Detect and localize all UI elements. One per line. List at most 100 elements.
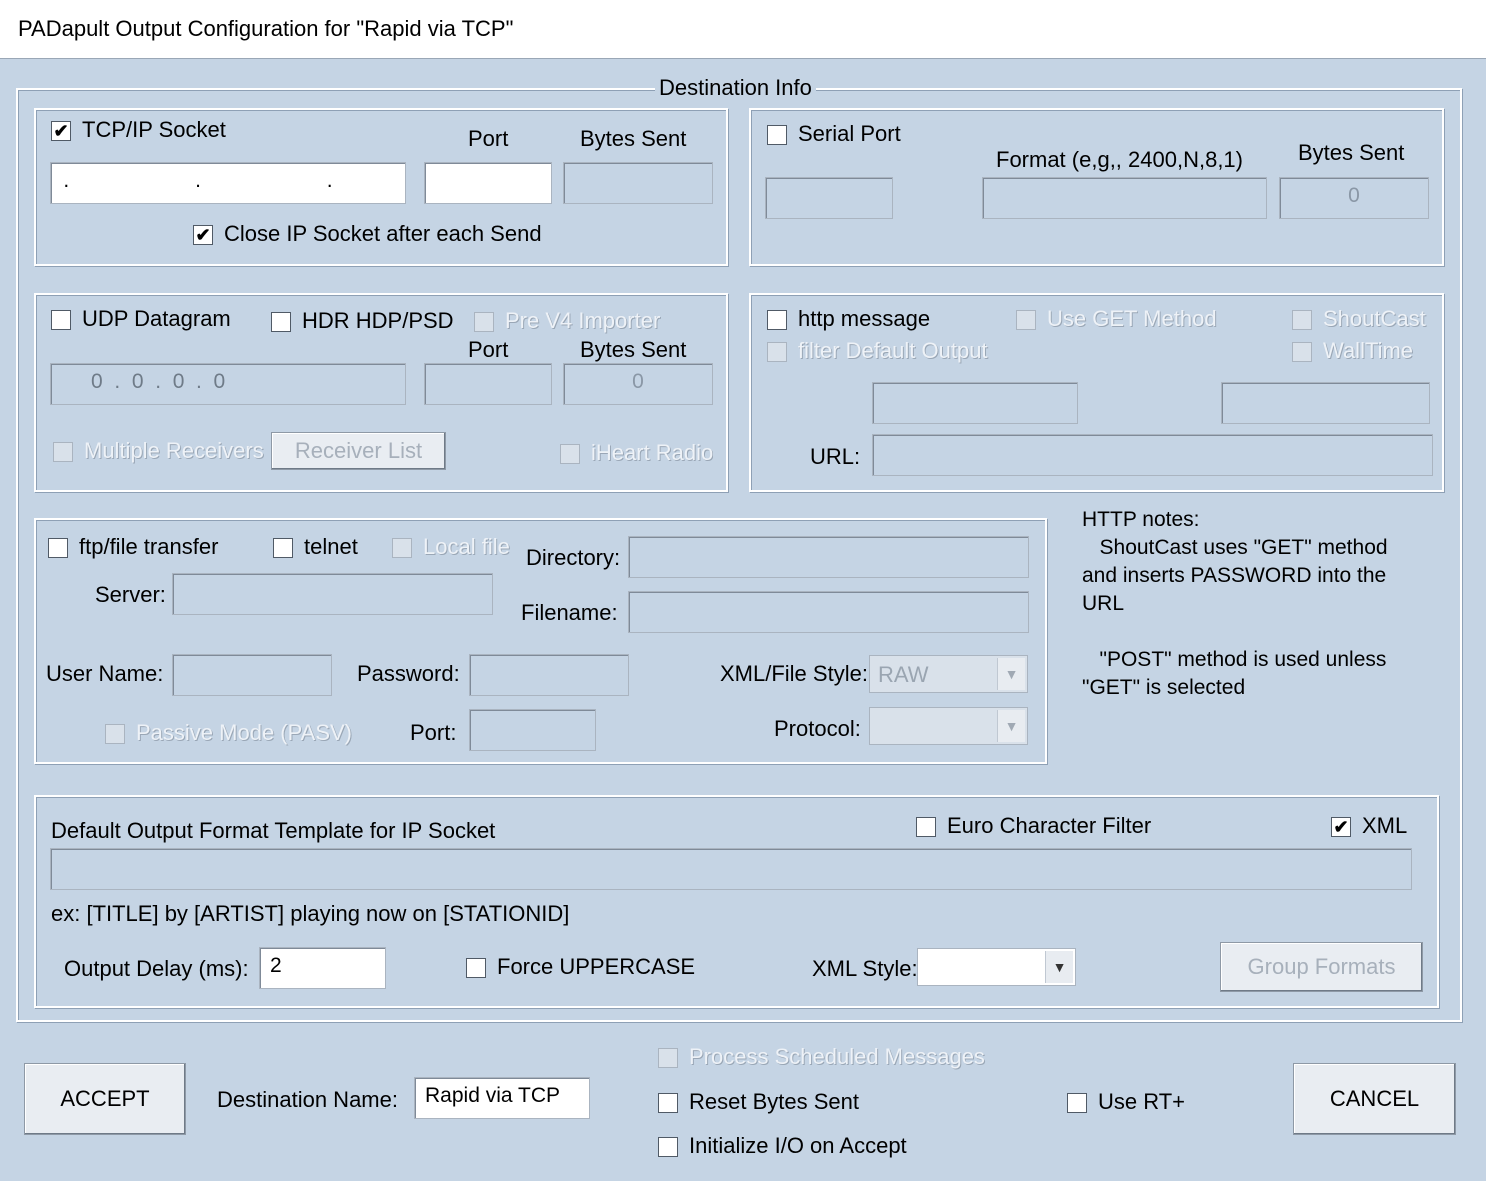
udp-checkbox[interactable]	[51, 310, 71, 330]
ftp-port-label: Port:	[410, 720, 457, 745]
destination-name-label: Destination Name:	[217, 1087, 398, 1112]
uppercase-checkbox[interactable]	[466, 958, 486, 978]
ftp-group	[34, 518, 1047, 764]
use-get-checkbox	[1016, 310, 1036, 330]
initialize-io-label: Initialize I/O on Accept	[689, 1133, 907, 1158]
protocol-dropdown: ▼	[869, 707, 1028, 745]
telnet-checkbox[interactable]	[273, 538, 293, 558]
output-delay-input[interactable]: 2	[259, 947, 386, 989]
template-group	[34, 795, 1439, 1008]
udp-port-label: Port	[468, 337, 509, 362]
serial-group	[749, 108, 1444, 266]
shoutcast-checkbox	[1292, 310, 1312, 330]
use-get-label: Use GET Method	[1047, 306, 1217, 331]
tcp-group	[34, 108, 728, 266]
window-title: PADapult Output Configuration for "Rapid…	[18, 16, 514, 41]
http-notes: HTTP notes: ShoutCast uses "GET" method …	[1082, 508, 1388, 699]
multiple-receivers-label: Multiple Receivers	[84, 438, 264, 463]
close-socket-label: Close IP Socket after each Send	[224, 221, 542, 246]
hdr-checkbox[interactable]	[271, 312, 291, 332]
xml-file-style-label: XML/File Style:	[720, 661, 868, 686]
multiple-receivers-checkbox	[53, 442, 73, 462]
username-label: User Name:	[46, 661, 164, 686]
server-field[interactable]	[172, 573, 493, 615]
serial-format-label: Format (e,g,, 2400,N,8,1)	[996, 147, 1243, 172]
udp-label: UDP Datagram	[82, 306, 231, 331]
username-field[interactable]	[172, 654, 332, 696]
xml-style-label: XML Style:	[812, 956, 918, 981]
filename-label: Filename:	[521, 600, 618, 625]
passive-mode-label: Passive Mode (PASV)	[136, 720, 353, 745]
tcp-label: TCP/IP Socket	[82, 117, 226, 142]
http-group	[749, 293, 1444, 492]
udp-ip-field: 0 . 0 . 0 . 0	[50, 363, 406, 405]
ftp-port-field[interactable]	[469, 709, 596, 751]
receiver-list-button: Receiver List	[271, 432, 446, 470]
password-field[interactable]	[469, 654, 629, 696]
use-rt-checkbox[interactable]	[1067, 1093, 1087, 1113]
xml-label: XML	[1362, 813, 1408, 838]
pre-v4-label: Pre V4 Importer	[505, 308, 661, 333]
close-socket-checkbox[interactable]: ✔	[193, 225, 213, 245]
chevron-down-icon: ▼	[1045, 951, 1073, 983]
process-scheduled-checkbox	[658, 1048, 678, 1068]
udp-bytes-sent-field: 0	[563, 363, 713, 405]
destination-name-input[interactable]: Rapid via TCP	[414, 1077, 590, 1119]
tcp-ip-input[interactable]: . . .	[50, 162, 406, 204]
udp-bytes-sent-label: Bytes Sent	[580, 337, 687, 362]
group-formats-button: Group Formats	[1220, 942, 1423, 992]
tcp-port-input[interactable]	[424, 162, 552, 204]
accept-button[interactable]: ACCEPT	[24, 1063, 186, 1135]
ftp-checkbox[interactable]	[48, 538, 68, 558]
cancel-button[interactable]: CANCEL	[1293, 1063, 1456, 1135]
url-field	[872, 434, 1433, 476]
serial-port-field[interactable]	[765, 177, 893, 219]
walltime-label: WallTime	[1323, 338, 1414, 363]
use-rt-label: Use RT+	[1098, 1089, 1186, 1114]
xml-file-style-dropdown: RAW ▼	[869, 655, 1028, 693]
server-label: Server:	[95, 582, 166, 607]
filename-field[interactable]	[628, 591, 1029, 633]
local-file-checkbox	[392, 538, 412, 558]
udp-group	[34, 293, 728, 492]
xml-checkbox[interactable]: ✔	[1331, 817, 1351, 837]
output-delay-label: Output Delay (ms):	[64, 956, 249, 981]
protocol-label: Protocol:	[774, 716, 861, 741]
template-input[interactable]	[50, 848, 1412, 890]
initialize-io-checkbox[interactable]	[658, 1137, 678, 1157]
local-file-label: Local file	[423, 534, 510, 559]
http-checkbox[interactable]	[767, 310, 787, 330]
iheart-label: iHeart Radio	[591, 440, 713, 465]
password-label: Password:	[357, 661, 460, 686]
directory-field[interactable]	[628, 536, 1029, 578]
tcp-bytes-sent-field	[563, 162, 713, 204]
euro-filter-label: Euro Character Filter	[947, 813, 1152, 838]
uppercase-label: Force UPPERCASE	[497, 954, 696, 979]
process-scheduled-label: Process Scheduled Messages	[689, 1044, 985, 1069]
http-field-1	[872, 382, 1078, 424]
destination-info-legend: Destination Info	[655, 75, 816, 101]
pre-v4-checkbox	[474, 312, 494, 332]
reset-bytes-checkbox[interactable]	[658, 1093, 678, 1113]
chevron-down-icon: ▼	[997, 710, 1025, 742]
filter-default-label: filter Default Output	[798, 338, 988, 363]
filter-default-checkbox	[767, 342, 787, 362]
shoutcast-label: ShoutCast	[1323, 306, 1426, 331]
serial-checkbox[interactable]	[767, 125, 787, 145]
iheart-checkbox	[560, 444, 580, 464]
template-label: Default Output Format Template for IP So…	[51, 818, 496, 843]
passive-mode-checkbox	[105, 724, 125, 744]
ftp-label: ftp/file transfer	[79, 534, 219, 559]
directory-label: Directory:	[526, 545, 621, 570]
chevron-down-icon: ▼	[997, 658, 1025, 690]
template-example: ex: [TITLE] by [ARTIST] playing now on […	[51, 901, 570, 926]
tcp-checkbox[interactable]: ✔	[51, 121, 71, 141]
http-label: http message	[798, 306, 931, 331]
serial-format-field[interactable]	[982, 177, 1267, 219]
xml-style-dropdown[interactable]: ▼	[917, 948, 1076, 986]
udp-port-field	[424, 363, 552, 405]
euro-filter-checkbox[interactable]	[916, 817, 936, 837]
url-label: URL:	[810, 444, 861, 469]
walltime-checkbox	[1292, 342, 1312, 362]
http-field-2	[1221, 382, 1430, 424]
